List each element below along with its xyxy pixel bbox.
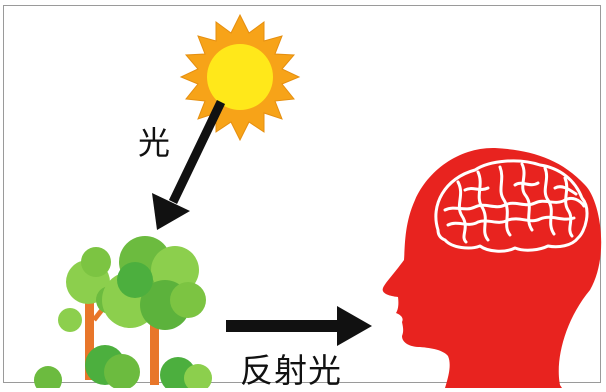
human-head-icon — [383, 148, 602, 388]
reflected-light-label: 反射光 — [240, 344, 342, 392]
trees-icon — [34, 236, 212, 388]
reflected-light-arrow — [226, 306, 372, 346]
head-silhouette — [383, 148, 602, 388]
sun-core — [207, 44, 273, 110]
light-label: 光 — [138, 118, 170, 164]
sun-icon — [181, 15, 299, 140]
